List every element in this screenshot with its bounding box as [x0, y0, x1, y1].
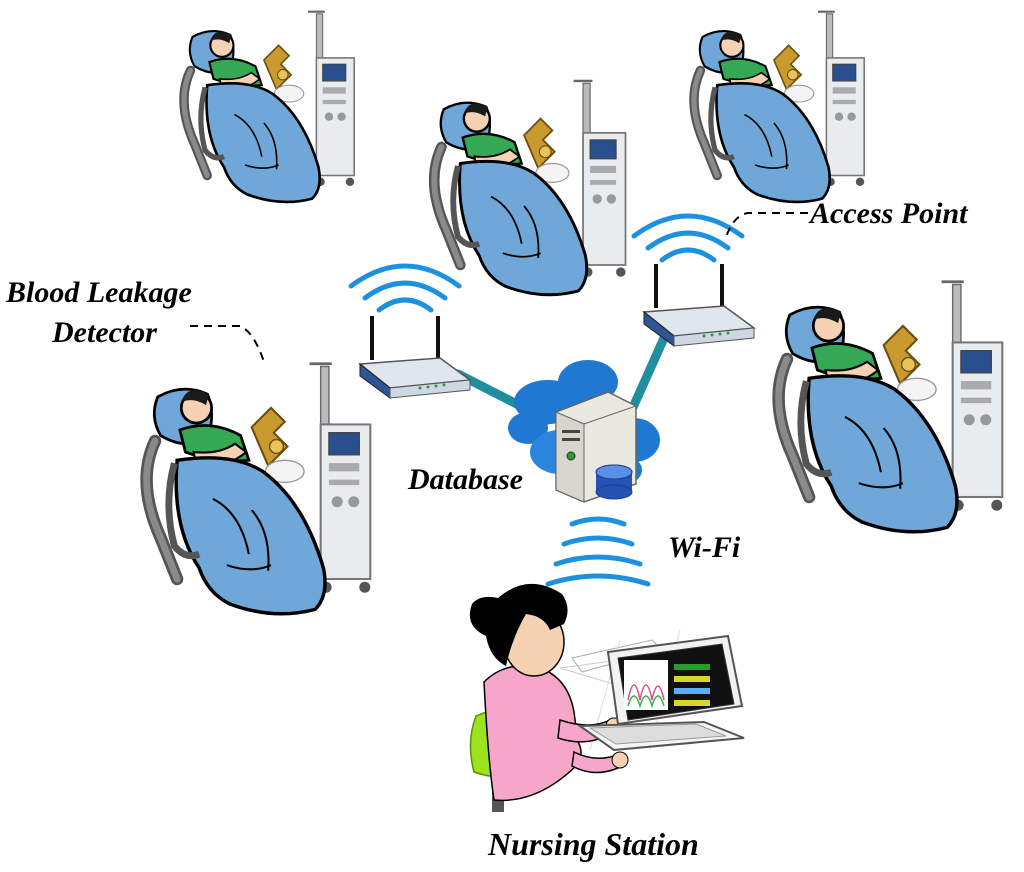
- database-server-icon: [555, 391, 637, 503]
- patient-bed-right: [779, 282, 1003, 532]
- nursing-station-label: Nursing Station: [488, 826, 699, 862]
- patient-bed-top-left: [184, 12, 354, 202]
- patient-bed-top-center: [434, 81, 625, 295]
- leader-blood-detector: [190, 325, 265, 363]
- left-access-point: [351, 266, 472, 400]
- blood-leakage-label-line2: Detector: [52, 316, 157, 349]
- leader-access-point: [725, 212, 808, 238]
- access-point-label: Access Point: [810, 197, 968, 230]
- wifi-label: Wi-Fi: [668, 531, 741, 564]
- wifi-waves: [545, 516, 651, 587]
- database-label: Database: [408, 463, 523, 496]
- nursing-station: [469, 583, 745, 812]
- blood-leakage-label-line1: Blood Leakage: [6, 276, 192, 309]
- patient-bed-top-right: [694, 12, 864, 202]
- right-access-point: [634, 216, 756, 348]
- patient-bed-left: [147, 364, 371, 614]
